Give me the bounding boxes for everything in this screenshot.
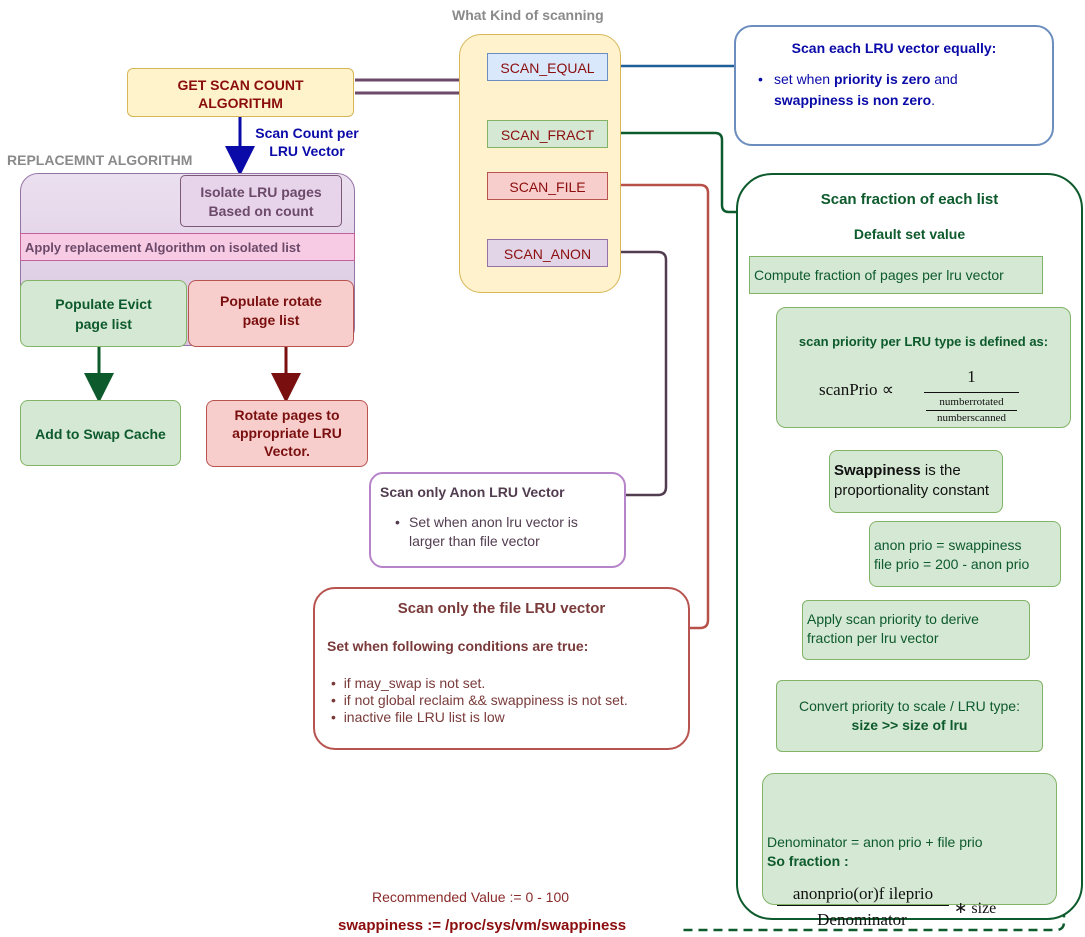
formula-lhs: scanPrio ∝: [819, 380, 894, 399]
file-explanation-title: Scan only the file LRU vector: [397, 600, 606, 617]
file-explanation-box: Scan only the file LRU vector Set when f…: [313, 587, 690, 750]
scan-count-label-line1: Scan Count per: [255, 125, 359, 141]
populate-rotate-box: Populate rotate page list: [188, 280, 354, 347]
scan-anon-label: SCAN_ANON: [503, 246, 592, 262]
formula-den: numberscanned: [936, 412, 1007, 424]
add-swap-cache-box: Add to Swap Cache: [20, 400, 181, 466]
fract-connector: [609, 131, 738, 214]
anon-item-line2: larger than file vector: [409, 533, 540, 549]
recommended-value: Recommended Value := 0 - 100: [372, 889, 570, 905]
equal-explanation-box: Scan each LRU vector equally: • set when…: [734, 25, 1054, 146]
get-scan-count-box: GET SCAN COUNT ALGORITHM: [127, 68, 354, 117]
scan-priority-heading: scan priority per LRU type is defined as…: [798, 334, 1049, 349]
file-prio-text: file prio = 200 - anon prio: [874, 556, 1030, 572]
formula-num: numberrotated: [939, 396, 1004, 408]
rotate-pages-line3: Vector.: [264, 443, 310, 459]
scan-fract-box: SCAN_FRACT: [487, 120, 608, 148]
fraction-denominator: Denominator: [817, 910, 907, 929]
file-item-2: • if not global reclaim && swappiness is…: [331, 692, 628, 709]
file-explanation-subtitle: Set when following conditions are true:: [327, 638, 589, 654]
convert-line1: Convert priority to scale / LRU type:: [799, 698, 1020, 714]
isolate-box: Isolate LRU pages Based on count: [180, 175, 342, 227]
equal-item-mid: and: [930, 71, 958, 87]
scan-equal-label: SCAN_EQUAL: [500, 60, 595, 76]
file-explanation-list: • if may_swap is not set. • if not globa…: [331, 675, 628, 726]
compute-fraction-text: Compute fraction of pages per lru vector: [754, 267, 1004, 283]
scan-count-label-line2: LRU Vector: [269, 143, 345, 159]
anon-explanation-title: Scan only Anon LRU Vector: [380, 484, 565, 500]
rotate-pages-line2: appropriate LRU: [232, 425, 342, 441]
bullet-icon: •: [395, 514, 400, 530]
bullet-icon: •: [331, 692, 344, 708]
so-fraction-text: So fraction :: [767, 853, 849, 869]
convert-priority-box: Convert priority to scale / LRU type: si…: [776, 680, 1043, 752]
fraction-divider: [777, 905, 949, 906]
scan-file-box: SCAN_FILE: [487, 172, 608, 200]
bullet-icon: •: [331, 709, 344, 725]
file-item-3-text: inactive file LRU list is low: [343, 709, 505, 725]
prio-assignment-box: anon prio = swappiness file prio = 200 -…: [869, 521, 1061, 587]
anon-explanation-box: Scan only Anon LRU Vector • Set when ano…: [369, 472, 626, 568]
populate-evict-line1: Populate Evict: [55, 296, 152, 312]
equal-item-post: .: [931, 92, 936, 108]
formula-main-divider: [924, 392, 1019, 393]
get-scan-count-line1: GET SCAN COUNT: [177, 77, 304, 93]
scan-fract-label: SCAN_FRACT: [500, 127, 595, 143]
scan-anon-box: SCAN_ANON: [487, 239, 608, 267]
populate-rotate-line2: page list: [242, 312, 300, 328]
bullet-icon: •: [758, 71, 763, 87]
swappiness-path: swappiness := /proc/sys/vm/swappiness: [338, 917, 627, 934]
swappiness-line1: Swappiness is the: [834, 462, 961, 479]
rotate-pages-line1: Rotate pages to: [234, 407, 340, 423]
formula-one: 1: [967, 367, 976, 386]
swappiness-bold: Swappiness: [834, 462, 921, 479]
isolate-line1: Isolate LRU pages: [200, 184, 322, 200]
anon-connector: [609, 250, 668, 497]
convert-line2: size >> size of lru: [851, 717, 968, 733]
equal-item-bold1: priority is zero: [833, 71, 931, 87]
fraction-multiplier: ∗ size: [954, 900, 997, 917]
kinds-title: What Kind of scanning: [452, 7, 604, 23]
equal-explanation-title: Scan each LRU vector equally:: [791, 40, 997, 56]
compute-fraction-box: Compute fraction of pages per lru vector: [749, 256, 1043, 294]
apply-priority-line2: fraction per lru vector: [807, 630, 939, 646]
scan-file-label: SCAN_FILE: [509, 179, 586, 195]
fraction-subtitle: Default set value: [853, 226, 966, 242]
anon-explanation-item: • Set when anon lru vector is larger tha…: [395, 513, 578, 551]
replacement-title: REPLACEMNT ALGORITHM: [7, 152, 193, 168]
anon-prio-text: anon prio = swappiness: [874, 537, 1022, 553]
file-item-3: • inactive file LRU list is low: [331, 709, 628, 726]
get-scan-count-line2: ALGORITHM: [198, 95, 283, 111]
denominator-box: Denominator = anon prio + file prio So f…: [762, 773, 1057, 906]
equal-explanation-item: • set when priority is zero and swappine…: [758, 69, 1044, 111]
file-item-1: • if may_swap is not set.: [331, 675, 628, 692]
formula-inner-divider: [926, 410, 1017, 411]
populate-evict-line2: page list: [75, 316, 132, 332]
anon-item-line1: Set when anon lru vector is: [409, 514, 578, 530]
equal-item-pre: set when: [774, 71, 834, 87]
swappiness-rest1: is the: [920, 462, 961, 479]
equal-item-bold2: swappiness is non zero: [774, 92, 932, 108]
apply-priority-box: Apply scan priority to derive fraction p…: [802, 600, 1030, 660]
scan-priority-box: scan priority per LRU type is defined as…: [776, 307, 1071, 428]
rotate-pages-box: Rotate pages to appropriate LRU Vector.: [206, 400, 368, 467]
swappiness-constant-box: Swappiness is the proportionality consta…: [829, 450, 1003, 513]
scan-count-label: Scan Count per LRU Vector: [244, 124, 370, 160]
fraction-numerator: anonprio(or)f ileprio: [792, 884, 934, 903]
swappiness-line2: proportionality constant: [834, 482, 990, 499]
file-item-2-text: if not global reclaim && swappiness is n…: [343, 692, 628, 708]
isolate-line2: Based on count: [208, 203, 314, 219]
file-item-1-text: if may_swap is not set.: [343, 675, 486, 691]
populate-rotate-line1: Populate rotate: [220, 293, 322, 309]
add-swap-cache-text: Add to Swap Cache: [35, 426, 166, 442]
scan-equal-box: SCAN_EQUAL: [487, 53, 608, 81]
fraction-title: Scan fraction of each list: [820, 191, 999, 208]
apply-replacement-text: Apply replacement Algorithm on isolated …: [25, 240, 301, 255]
populate-evict-box: Populate Evict page list: [20, 280, 187, 347]
apply-replacement-box: Apply replacement Algorithm on isolated …: [20, 233, 355, 261]
apply-priority-line1: Apply scan priority to derive: [807, 611, 979, 627]
file-connector: [609, 183, 710, 630]
bullet-icon: •: [331, 675, 344, 691]
denominator-text: Denominator = anon prio + file prio: [767, 834, 983, 850]
